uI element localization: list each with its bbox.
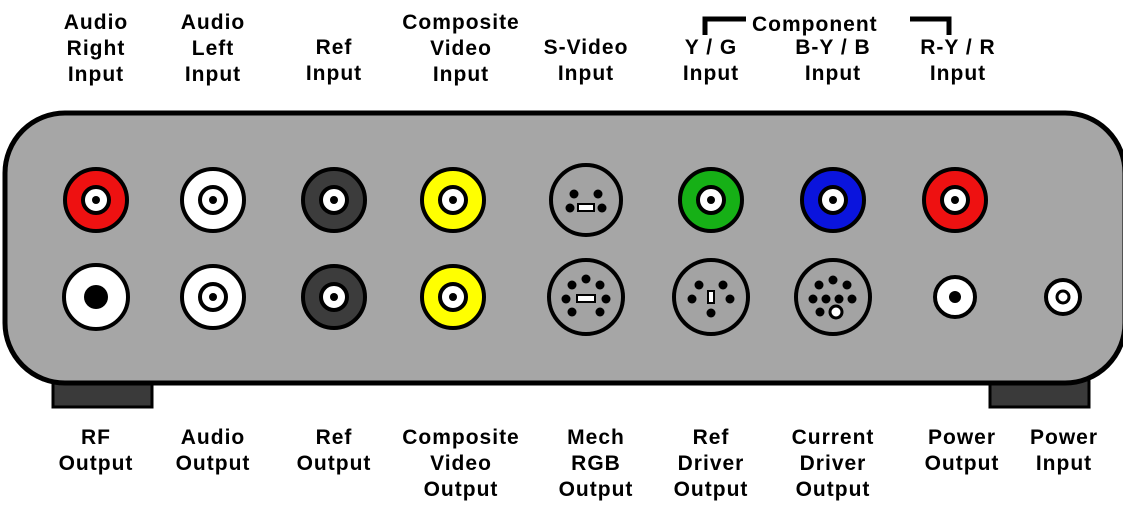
bottom-label-line: Driver [677, 452, 745, 475]
top-label-line: Input [682, 62, 740, 85]
top-label-line: Video [430, 37, 492, 60]
device-panel [2, 110, 1123, 386]
audio-output-jack[interactable] [180, 264, 246, 330]
top-label-6: B-Y / B Input [753, 35, 913, 87]
b-y-b-input-jack[interactable] [800, 167, 866, 233]
bottom-label-line: RGB [571, 452, 621, 475]
bottom-label-line: Power [927, 426, 997, 449]
top-label-line: Input [184, 63, 242, 86]
top-label-line: B-Y / B [795, 36, 871, 59]
bottom-label-0: RF Output [16, 425, 176, 477]
bottom-label-line: Output [795, 478, 871, 501]
bottom-label-line: Ref [315, 426, 353, 449]
bottom-label-line: Output [673, 478, 749, 501]
ref-output-jack[interactable] [301, 264, 367, 330]
top-label-line: Ref [315, 36, 353, 59]
top-label-line: Right [66, 37, 126, 60]
audio-left-input-jack[interactable] [180, 167, 246, 233]
bottom-label-line: Video [430, 452, 492, 475]
bottom-label-line: Output [924, 452, 1000, 475]
component-bracket [702, 16, 952, 35]
current-driver-output-jack[interactable] [794, 258, 872, 336]
ref-driver-output-jack[interactable] [672, 258, 750, 336]
top-label-line: Audio [63, 11, 129, 34]
s-video-input-jack[interactable] [549, 163, 623, 237]
bottom-label-line: Current [791, 426, 875, 449]
r-y-r-input-jack[interactable] [922, 167, 988, 233]
bottom-label-line: Power [1029, 426, 1099, 449]
top-label-line: Composite [402, 11, 520, 34]
bottom-label-line: RF [81, 426, 111, 449]
audio-right-input-jack[interactable] [63, 167, 129, 233]
bottom-label-line: Output [58, 452, 134, 475]
top-label-line: R-Y / R [920, 36, 996, 59]
bottom-label-line: Output [423, 478, 499, 501]
y-g-input-jack[interactable] [678, 167, 744, 233]
bottom-label-line: Input [1035, 452, 1093, 475]
top-label-line: Input [804, 62, 862, 85]
top-label-line: Input [929, 62, 987, 85]
top-label-line: Audio [180, 11, 246, 34]
top-label-line: Input [557, 62, 615, 85]
bottom-label-line: Output [175, 452, 251, 475]
bottom-label-line: Mech [567, 426, 625, 449]
bottom-label-line: Composite [402, 426, 520, 449]
power-input-jack[interactable] [1044, 278, 1082, 316]
top-label-line: Input [67, 63, 125, 86]
bottom-label-line: Audio [180, 426, 246, 449]
bottom-label-line: Ref [692, 426, 730, 449]
top-label-line: Input [305, 62, 363, 85]
rf-output-jack[interactable] [62, 263, 130, 331]
top-label-5: Y / G Input [631, 35, 791, 87]
top-label-line: Y / G [684, 36, 738, 59]
power-output-jack[interactable] [933, 275, 977, 319]
ref-input-jack[interactable] [301, 167, 367, 233]
top-label-line: Left [191, 37, 235, 60]
composite-video-output-jack[interactable] [420, 264, 486, 330]
component-group-label: Component [752, 13, 878, 36]
mech-rgb-output-jack[interactable] [547, 258, 625, 336]
bottom-label-line: Output [296, 452, 372, 475]
composite-video-input-jack[interactable] [420, 167, 486, 233]
top-label-line: Input [432, 63, 490, 86]
top-label-line: S-Video [543, 36, 629, 59]
bottom-label-line: Driver [799, 452, 867, 475]
top-label-7: R-Y / R Input [878, 35, 1038, 87]
bottom-label-line: Output [558, 478, 634, 501]
